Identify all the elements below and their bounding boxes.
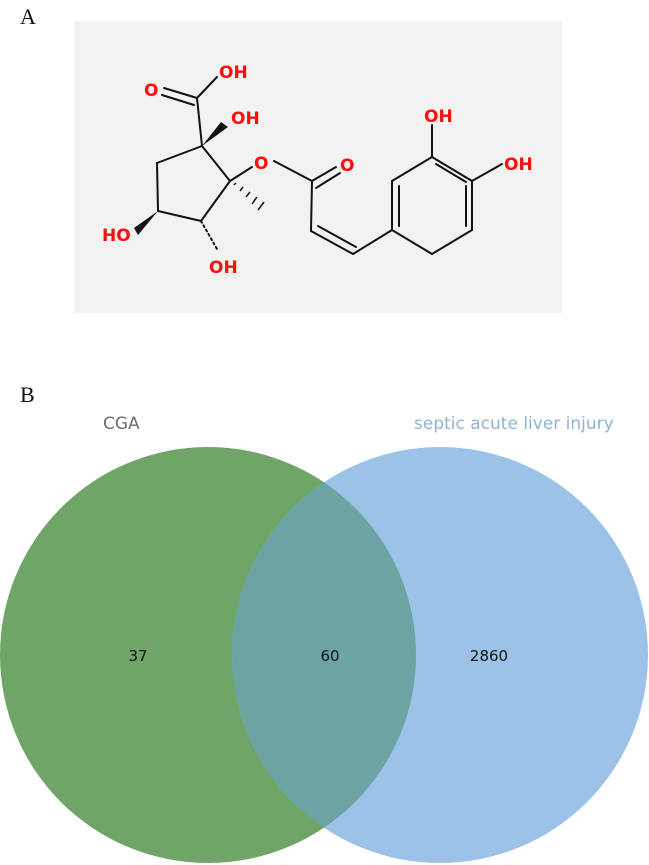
bond (201, 145, 231, 182)
atom-label: O (340, 156, 354, 176)
atom-label: O (144, 81, 158, 101)
bond (196, 76, 218, 99)
bond (391, 229, 433, 255)
atom-label: OH (209, 258, 238, 278)
bond (317, 225, 357, 248)
bond (352, 229, 393, 255)
venn-overlap-region (232, 447, 416, 863)
atom-label: OH (219, 63, 248, 83)
atom-label: OH (424, 107, 453, 127)
set-label-cga: CGA (103, 414, 140, 434)
set-label-septic-acute-liver-injury: septic acute liver injury (414, 414, 614, 434)
panel-label-b: B (20, 382, 35, 407)
venn-svg: CGA septic acute liver injury 37 60 2860 (0, 414, 648, 863)
bond (435, 163, 467, 183)
chemical-structure-panel: OH O OH O O OH OH HO OH (74, 21, 562, 313)
bond (310, 180, 313, 232)
bond (273, 160, 313, 182)
bond (156, 145, 203, 164)
atom-label: OH (231, 109, 260, 129)
bond (161, 94, 195, 106)
atom-label: OH (504, 155, 533, 175)
wedge-bond (134, 211, 158, 235)
bond (196, 97, 203, 147)
bond (315, 172, 341, 189)
bond (156, 162, 159, 212)
atom-label: HO (102, 226, 131, 246)
bond (311, 166, 337, 182)
bond (163, 87, 198, 99)
bond (200, 220, 218, 250)
count-overlap: 60 (320, 647, 339, 665)
panel-label-a: A (20, 4, 36, 29)
bond (431, 229, 473, 255)
bond (431, 156, 473, 182)
bond (310, 230, 354, 255)
bond (200, 180, 231, 222)
wedge-bond (202, 122, 228, 146)
atom-label: O (254, 154, 268, 174)
venn-diagram: CGA septic acute liver injury 37 60 2860 (0, 400, 649, 865)
bond (229, 166, 253, 182)
hashed-bond (233, 182, 265, 211)
chemical-structure: OH O OH O O OH OH HO OH (102, 63, 533, 278)
count-cga-only: 37 (128, 647, 147, 665)
count-septic-only: 2860 (470, 647, 508, 665)
bond (471, 163, 503, 182)
bond (391, 156, 433, 182)
bond (157, 210, 202, 222)
